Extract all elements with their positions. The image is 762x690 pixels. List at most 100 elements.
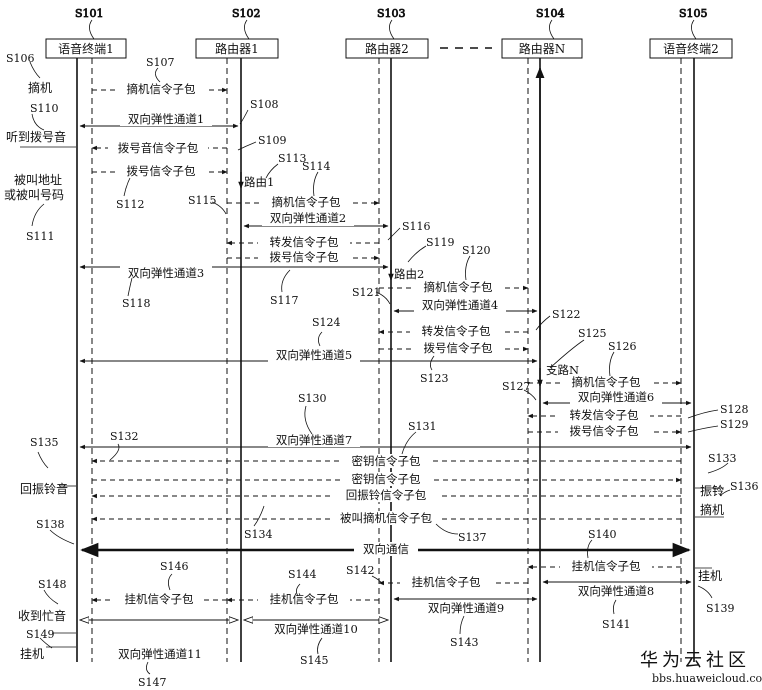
- leader-s136: [719, 489, 731, 497]
- ref-s119: S119: [426, 236, 455, 249]
- ref-s132: S132: [110, 430, 139, 443]
- entity-box-router-2: [345, 38, 429, 59]
- label-s125: 支路N: [546, 363, 579, 377]
- ref-s103: S103: [377, 7, 406, 20]
- entity-box-voice-terminal-2: [649, 38, 733, 59]
- label-s146: 挂机信令子包: [125, 592, 194, 606]
- ref-s128: S128: [720, 403, 749, 416]
- ref-s104: S104: [536, 7, 565, 20]
- leader-s105: [691, 19, 697, 40]
- ref-s126: S126: [608, 340, 637, 353]
- ref-s138: S138: [36, 518, 65, 531]
- leader-s111: [31, 203, 45, 227]
- label-s129: 拨号信令子包: [570, 424, 639, 438]
- message-labels: 摘机信令子包 双向弹性通道1 拨号音信令子包 拨号信令子包 路由1 摘机信令子包…: [108, 82, 662, 661]
- side-label-hookoff: 摘机: [28, 80, 52, 95]
- leader-s106: [29, 61, 41, 79]
- step-refs: S106 S107 S108 S110 S109 S113 S114 S112 …: [6, 52, 759, 689]
- side-label-answer: 摘机: [700, 502, 724, 517]
- leader-s119: [407, 245, 427, 263]
- leader-s107: [155, 67, 161, 83]
- side-label-called-addr-2: 或被叫号码: [4, 188, 64, 202]
- ref-s133: S133: [708, 452, 737, 465]
- entity-box-router-1: [195, 38, 279, 59]
- ref-s122: S122: [552, 308, 581, 321]
- label-s144: 挂机信令子包: [270, 592, 339, 606]
- label-s112: 拨号信令子包: [127, 164, 196, 178]
- label-s113: 路由1: [244, 175, 274, 189]
- side-label-dial-tone: 听到拨号音: [6, 129, 66, 144]
- entity-box-router-n: [501, 38, 583, 59]
- leader-s102: [244, 19, 250, 40]
- leader-s118: [127, 277, 133, 297]
- leader-s120: [465, 255, 471, 281]
- ref-s130: S130: [298, 392, 327, 405]
- leader-s104: [549, 19, 555, 40]
- leader-s122: [535, 315, 551, 331]
- label-s124: 双向弹性通道5: [276, 348, 352, 362]
- side-labels: 摘机 听到拨号音 被叫地址 或被叫号码 回振铃音 振铃 摘机 挂机 收到忙音 挂…: [4, 80, 724, 661]
- ref-s139: S139: [706, 602, 735, 615]
- ref-s115: S115: [188, 194, 217, 207]
- ref-s127: S127: [502, 380, 531, 393]
- leader-s113: [265, 163, 279, 179]
- leader-s123: [430, 355, 435, 371]
- leader-s124: [318, 331, 323, 347]
- entity-label-router-2: 路由器2: [365, 41, 409, 56]
- ref-s116: S116: [402, 220, 431, 233]
- leader-s146: [168, 573, 173, 591]
- label-s141: 双向弹性通道8: [578, 584, 654, 598]
- leader-s115: [211, 201, 227, 215]
- label-s107: 摘机信令子包: [127, 82, 196, 96]
- leader-s112: [123, 177, 131, 197]
- ref-s111: S111: [26, 230, 55, 243]
- ref-s101: S101: [75, 7, 104, 20]
- entity-label-voice-terminal-1: 语音终端1: [58, 41, 114, 56]
- entity-label-router-n: 路由器N: [519, 41, 566, 56]
- leader-s108: [239, 109, 249, 125]
- ref-s149: S149: [26, 628, 55, 641]
- label-s108: 双向弹性通道1: [128, 112, 204, 126]
- leader-s130: [304, 405, 313, 435]
- label-s126: 摘机信令子包: [572, 375, 641, 389]
- leader-s138: [49, 529, 75, 545]
- leader-s128: [687, 409, 719, 419]
- side-label-called-addr-1: 被叫地址: [14, 173, 62, 187]
- ref-s118: S118: [122, 297, 151, 310]
- leader-s126: [609, 351, 615, 377]
- entity-label-router-1: 路由器1: [215, 41, 259, 56]
- ref-s140: S140: [588, 528, 617, 541]
- label-s121: 双向弹性通道4: [422, 298, 498, 312]
- label-s123: 拨号信令子包: [424, 341, 493, 355]
- label-s117: 拨号信令子包: [270, 250, 339, 264]
- label-s131: 密钥信令子包: [352, 454, 421, 468]
- ref-s146: S146: [160, 560, 189, 573]
- label-s143: 双向弹性通道9: [428, 601, 504, 615]
- leader-s140: [587, 539, 593, 559]
- entity-label-voice-terminal-2: 语音终端2: [663, 41, 719, 56]
- leader-s121: [375, 291, 391, 305]
- label-s114: 摘机信令子包: [272, 195, 341, 209]
- leader-s109: [237, 141, 257, 151]
- ref-s145: S145: [300, 654, 329, 667]
- side-label-busy-tone: 收到忙音: [18, 608, 66, 623]
- leader-s145: [317, 637, 323, 655]
- label-s120: 摘机信令子包: [424, 280, 493, 294]
- leader-s143: [459, 615, 465, 635]
- leader-s137: [435, 523, 459, 535]
- leader-s125: [549, 339, 585, 369]
- leader-s149: [39, 637, 53, 649]
- leader-s139: [697, 585, 713, 599]
- label-s128: 转发信令子包: [570, 408, 639, 422]
- ref-s137: S137: [458, 531, 487, 544]
- label-s130: 双向弹性通道7: [276, 433, 352, 447]
- leader-s127: [523, 389, 537, 401]
- ref-s136: S136: [730, 480, 759, 493]
- label-s145: 双向弹性通道10: [274, 622, 358, 636]
- leader-s132: [109, 443, 120, 461]
- leader-s131: [401, 431, 417, 455]
- leader-s147: [146, 661, 151, 675]
- leader-s110: [31, 113, 45, 131]
- watermark-brand: 华为云社区: [640, 650, 750, 671]
- label-s109: 拨号音信令子包: [118, 141, 199, 155]
